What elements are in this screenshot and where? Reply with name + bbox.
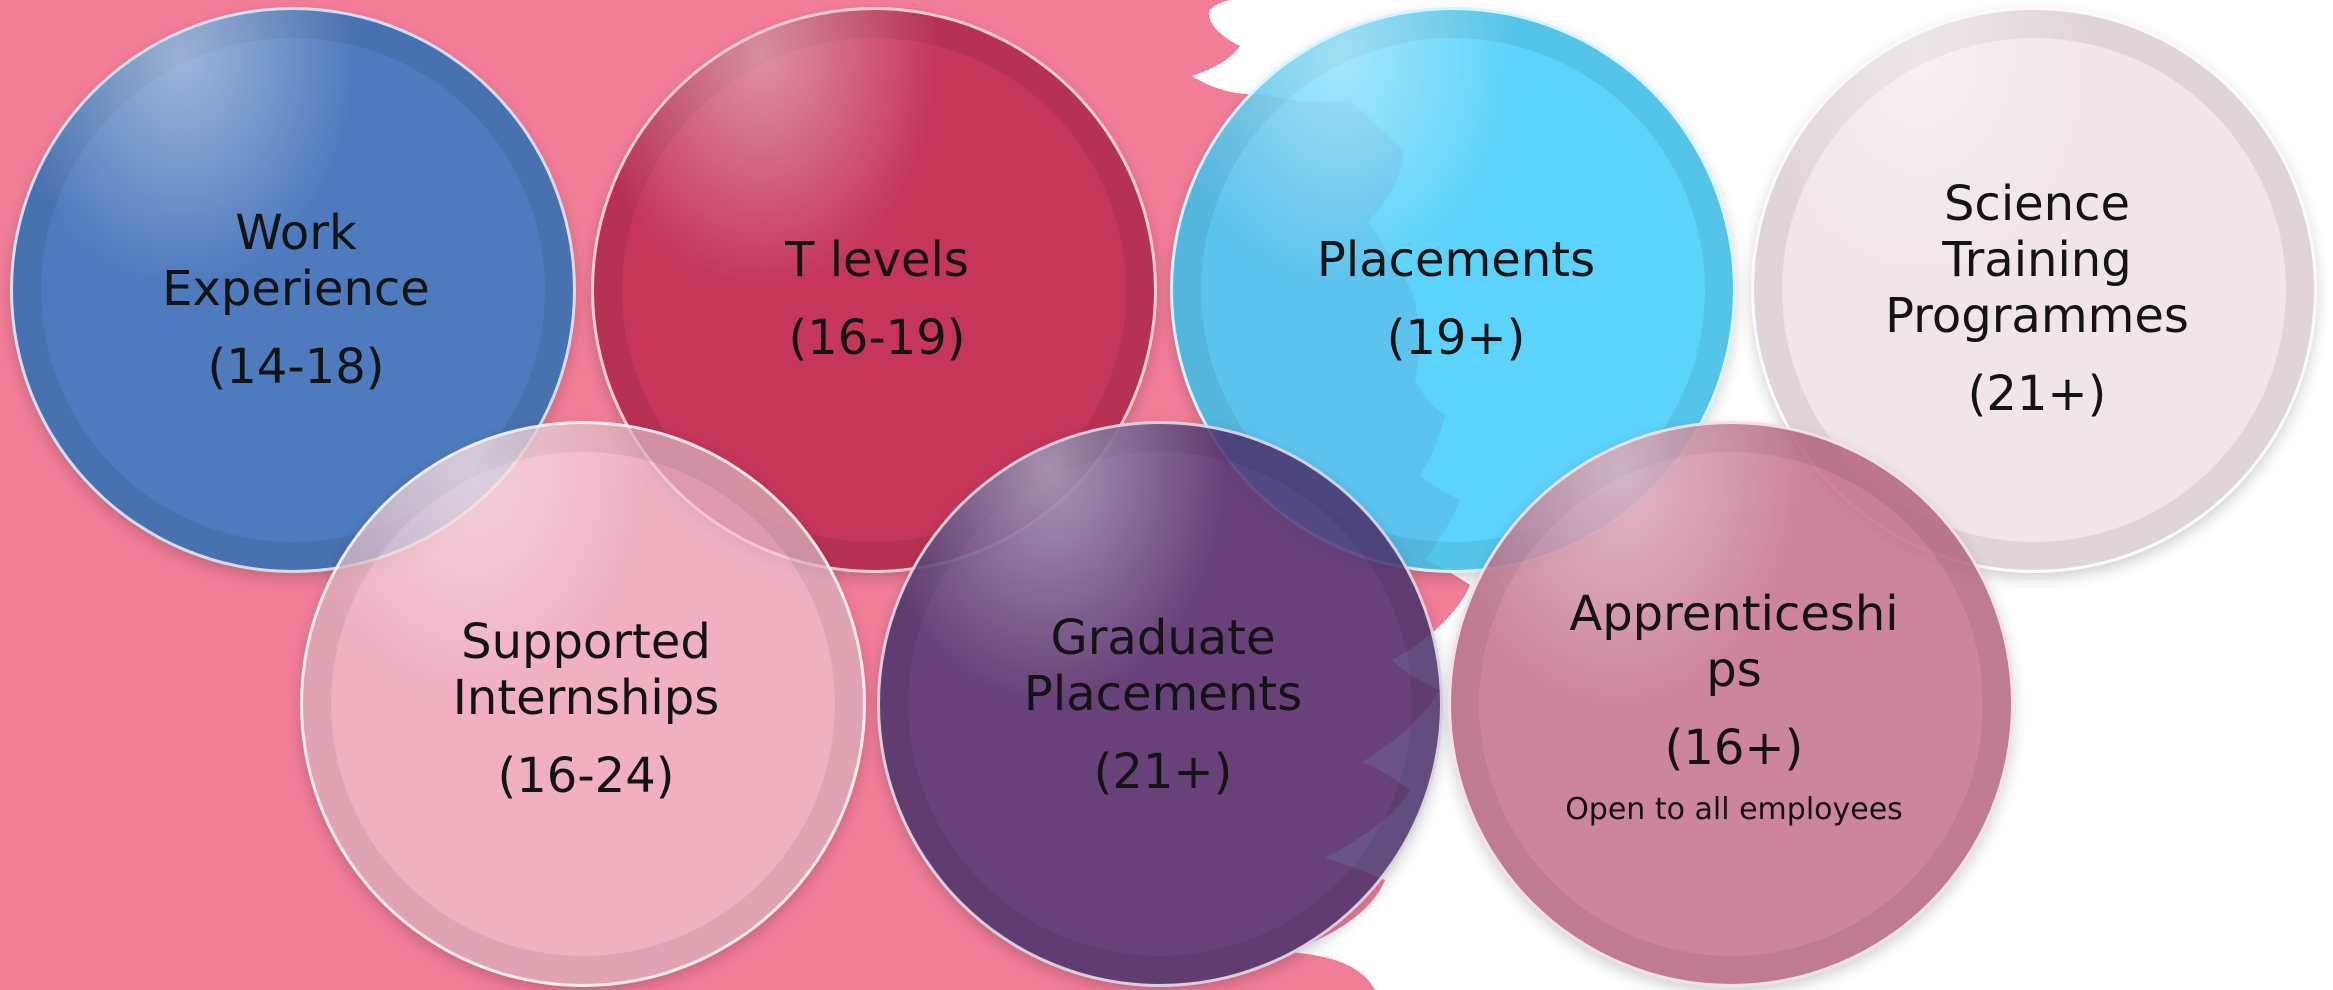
work-experience-line2: Experience [162,261,430,317]
circle-graduate-placements: Graduate Placements (21+) [877,421,1443,987]
placements-label: Placements (19+) [1173,232,1739,366]
science-training-line3: Programmes [1885,288,2189,344]
apprenticeships-line1: Apprenticeshi [1569,586,1899,642]
graduate-placements-label: Graduate Placements (21+) [880,610,1446,800]
apprenticeships-label: Apprenticeshi ps (16+) Open to all emplo… [1451,586,2017,828]
supported-internships-age: (16-24) [497,748,675,804]
graduate-placements-age: (21+) [1093,744,1233,800]
science-training-age: (21+) [1967,366,2107,422]
supported-internships-line1: Supported [461,614,711,670]
t-levels-line1: T levels [785,232,969,288]
apprenticeships-line2: ps [1706,642,1762,698]
apprenticeships-age: (16+) [1664,720,1804,776]
work-experience-age: (14-18) [207,339,385,395]
science-training-line1: Science [1943,176,2131,232]
circle-supported-internships: Supported Internships (16-24) [300,421,866,987]
circle-apprenticeships: Apprenticeshi ps (16+) Open to all emplo… [1448,421,2014,987]
t-levels-age: (16-19) [788,310,966,366]
placements-line1: Placements [1316,232,1596,288]
supported-internships-line2: Internships [452,670,720,726]
apprenticeships-note: Open to all employees [1565,792,1903,827]
graduate-placements-line1: Graduate [1050,610,1276,666]
t-levels-label: T levels (16-19) [594,232,1160,366]
placements-age: (19+) [1386,310,1526,366]
circle-science-training-programmes: Science Training Programmes (21+) [1751,7,2317,573]
supported-internships-label: Supported Internships (16-24) [303,614,869,804]
graduate-placements-line2: Placements [1023,666,1303,722]
science-training-label: Science Training Programmes (21+) [1754,176,2320,422]
work-experience-line1: Work [235,205,357,261]
work-experience-label: Work Experience (14-18) [13,205,579,395]
science-training-line2: Training [1942,232,2132,288]
